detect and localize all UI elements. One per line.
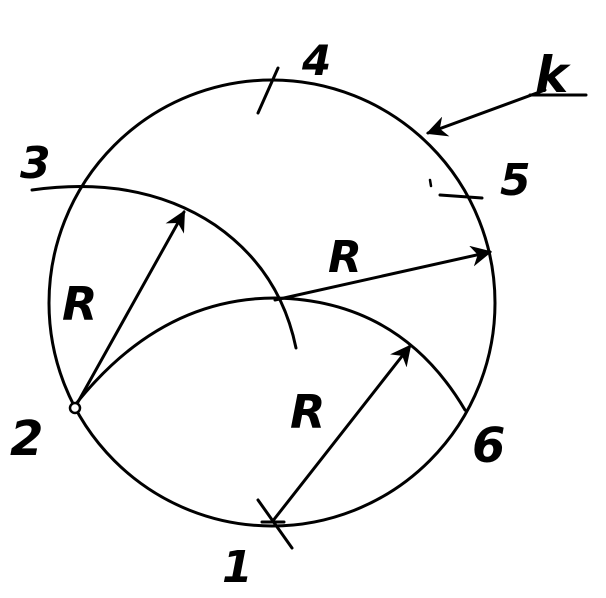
label-point-4: 4 — [301, 36, 331, 85]
label-radius-right: R — [328, 232, 362, 283]
radius-arrow-from-1 — [270, 344, 412, 524]
leader-arrow-k — [426, 88, 547, 137]
radius-arrow-from-2 — [76, 210, 186, 404]
label-radius-bottom: R — [290, 385, 325, 439]
radius-arrow-from-intersection — [273, 245, 493, 302]
label-point-2: 2 — [10, 411, 43, 467]
tick-mark — [428, 178, 433, 188]
label-point-3: 3 — [20, 138, 51, 189]
label-point-1: 1 — [222, 542, 253, 593]
label-point-6: 6 — [472, 418, 505, 474]
arc-from-point-1 — [73, 296, 467, 412]
label-k: k — [535, 46, 571, 104]
tick-point-5 — [438, 193, 484, 200]
tick-point-4 — [256, 66, 280, 115]
label-radius-left: R — [62, 277, 97, 331]
arc-from-point-2 — [30, 185, 298, 350]
point-2-marker — [68, 401, 82, 415]
tick-point-1 — [256, 498, 294, 550]
label-point-5: 5 — [500, 155, 531, 206]
main-circle — [47, 78, 497, 528]
